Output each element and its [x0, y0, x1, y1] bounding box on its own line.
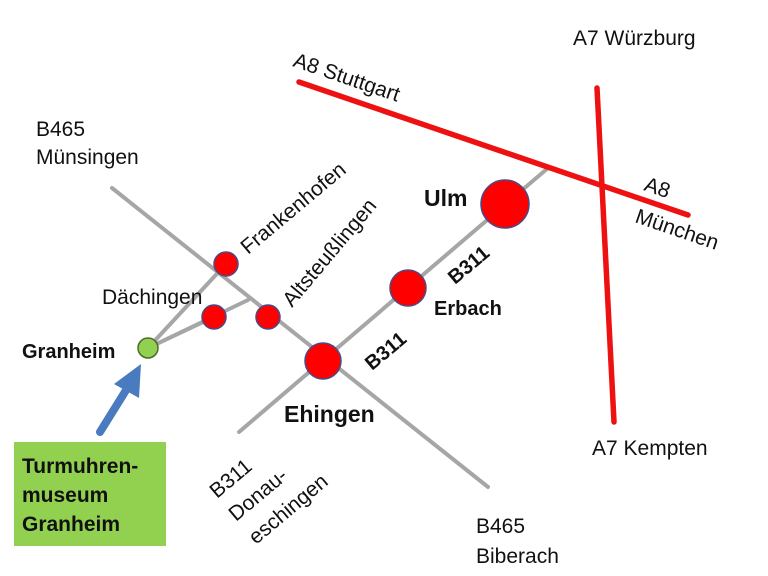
label-a7-kempten: A7 Kempten	[592, 437, 708, 460]
dachingen-road	[146, 262, 228, 350]
a8-motorway	[296, 79, 691, 218]
museum-label: Turmuhren- museum Granheim	[22, 452, 138, 539]
frankenhofen-marker	[213, 251, 239, 277]
museum-label-line-3: Granheim	[22, 513, 121, 536]
label-b311-lower: B311	[361, 328, 411, 375]
arrow-icon	[96, 383, 132, 436]
label-ehingen: Ehingen	[284, 401, 375, 427]
ulm-marker	[480, 179, 530, 229]
label-ulm: Ulm	[424, 185, 467, 211]
label-b465-munsingen-2: Münsingen	[36, 146, 139, 169]
label-b465-munsingen-1: B465	[36, 118, 85, 141]
erbach-marker	[389, 269, 427, 307]
ehingen-marker	[304, 342, 342, 380]
label-erbach: Erbach	[434, 298, 502, 320]
dachingen-marker	[201, 304, 227, 330]
arrow-head-icon	[114, 364, 141, 398]
label-b465-biberach-1: B465	[476, 515, 525, 538]
museum-label-line-1: Turmuhren-	[22, 455, 139, 478]
granheim-link-road-2	[146, 298, 250, 350]
granheim-marker	[137, 337, 159, 359]
altsteusslingen-marker	[255, 304, 281, 330]
museum-box	[14, 442, 166, 546]
label-dachingen: Dächingen	[102, 286, 202, 309]
b465-road	[110, 186, 490, 489]
label-b465-biberach-2: Biberach	[476, 545, 559, 568]
museum-label-line-2: museum	[22, 484, 109, 507]
a7-motorway	[594, 85, 617, 425]
label-granheim: Granheim	[22, 341, 115, 363]
label-a7-wurzburg: A7 Würzburg	[573, 27, 696, 50]
